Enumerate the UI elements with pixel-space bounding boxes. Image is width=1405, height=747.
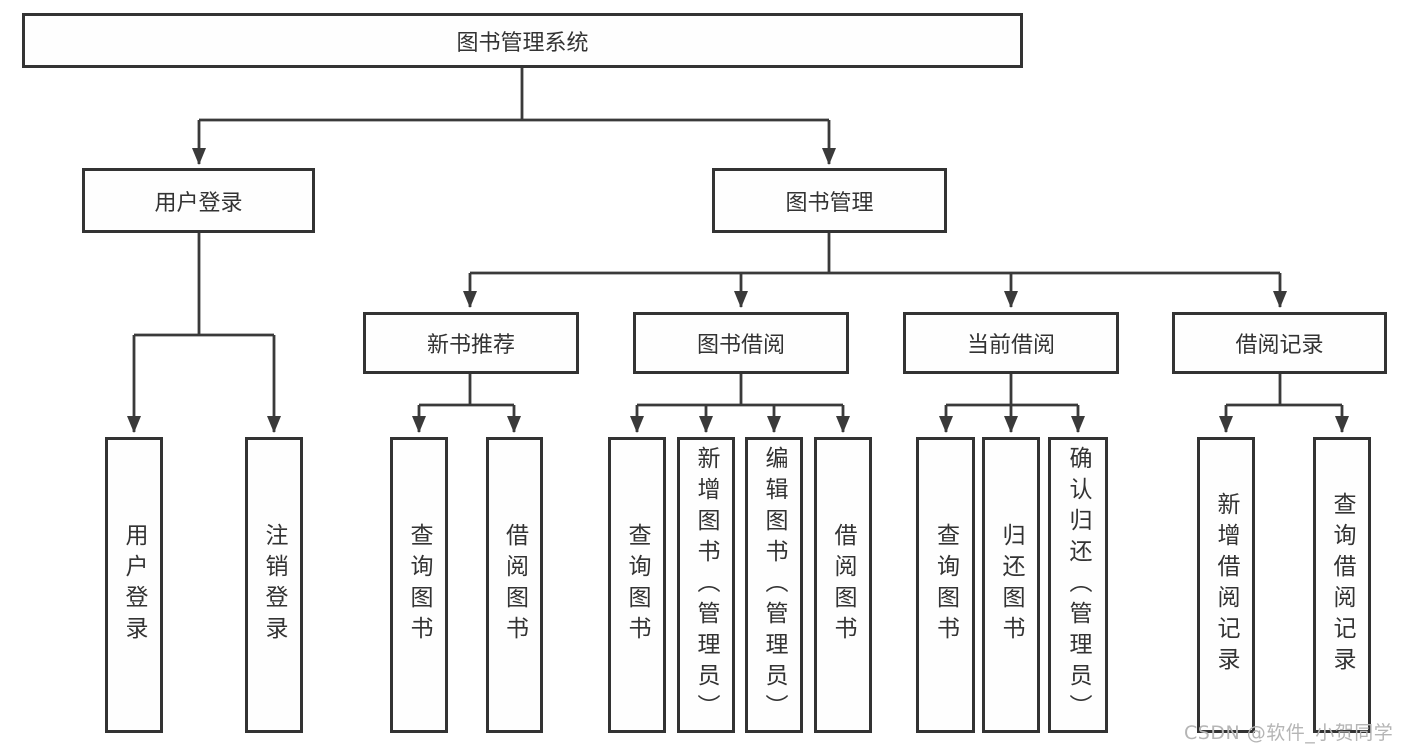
node-label: 查询图书 [624, 523, 650, 647]
leaf-user-login: 用户登录 [105, 437, 163, 733]
node-label: 注销登录 [261, 523, 287, 647]
leaf-br-query-record: 查询借阅记录 [1313, 437, 1371, 733]
leaf-cb-confirm-return: 确认归还（管理员） [1048, 437, 1108, 733]
node-user-login-module: 用户登录 [82, 168, 315, 233]
node-label: 查询图书 [932, 523, 959, 647]
node-label: 确认归还（管理员） [1065, 445, 1091, 725]
connector-arrows [127, 120, 1349, 433]
node-label: 借阅图书 [830, 523, 856, 647]
leaf-cb-query-book: 查询图书 [916, 437, 975, 733]
csdn-watermark: CSDN @软件_小贺同学 [1184, 722, 1394, 744]
leaf-bb-borrow-book: 借阅图书 [814, 437, 872, 733]
node-current-borrow: 当前借阅 [903, 312, 1119, 374]
leaf-cb-return-book: 归还图书 [982, 437, 1040, 733]
node-label: 借阅记录 [1235, 333, 1324, 358]
leaf-nb-borrow-book: 借阅图书 [486, 437, 543, 733]
node-label: 用户登录 [154, 190, 243, 216]
node-label: 查询借阅记录 [1329, 492, 1355, 678]
leaf-br-add-record: 新增借阅记录 [1197, 437, 1255, 733]
node-label: 编辑图书（管理员） [761, 445, 787, 725]
node-label: 新增借阅记录 [1213, 492, 1239, 678]
leaf-bb-add-book: 新增图书（管理员） [677, 437, 735, 733]
node-label: 归还图书 [998, 523, 1024, 647]
node-label: 借阅图书 [501, 523, 528, 647]
leaf-logout: 注销登录 [245, 437, 303, 733]
node-label: 查询图书 [406, 523, 432, 647]
node-label: 当前借阅 [966, 333, 1055, 358]
node-label: 用户登录 [121, 523, 147, 647]
node-label: 新增图书（管理员） [693, 445, 719, 725]
node-label: 图书借阅 [696, 333, 785, 358]
connector-trunks [134, 68, 1342, 407]
node-label: 图书管理 [785, 190, 874, 216]
node-root-system: 图书管理系统 [22, 13, 1023, 68]
node-new-book-recommend: 新书推荐 [363, 312, 579, 374]
leaf-nb-query-book: 查询图书 [390, 437, 448, 733]
node-label: 图书管理系统 [456, 30, 589, 56]
node-book-borrow: 图书借阅 [633, 312, 849, 374]
node-book-management: 图书管理 [712, 168, 947, 233]
node-label: 新书推荐 [426, 333, 515, 358]
node-borrow-records: 借阅记录 [1172, 312, 1387, 374]
leaf-bb-edit-book: 编辑图书（管理员） [745, 437, 803, 733]
leaf-bb-query-book: 查询图书 [608, 437, 666, 733]
